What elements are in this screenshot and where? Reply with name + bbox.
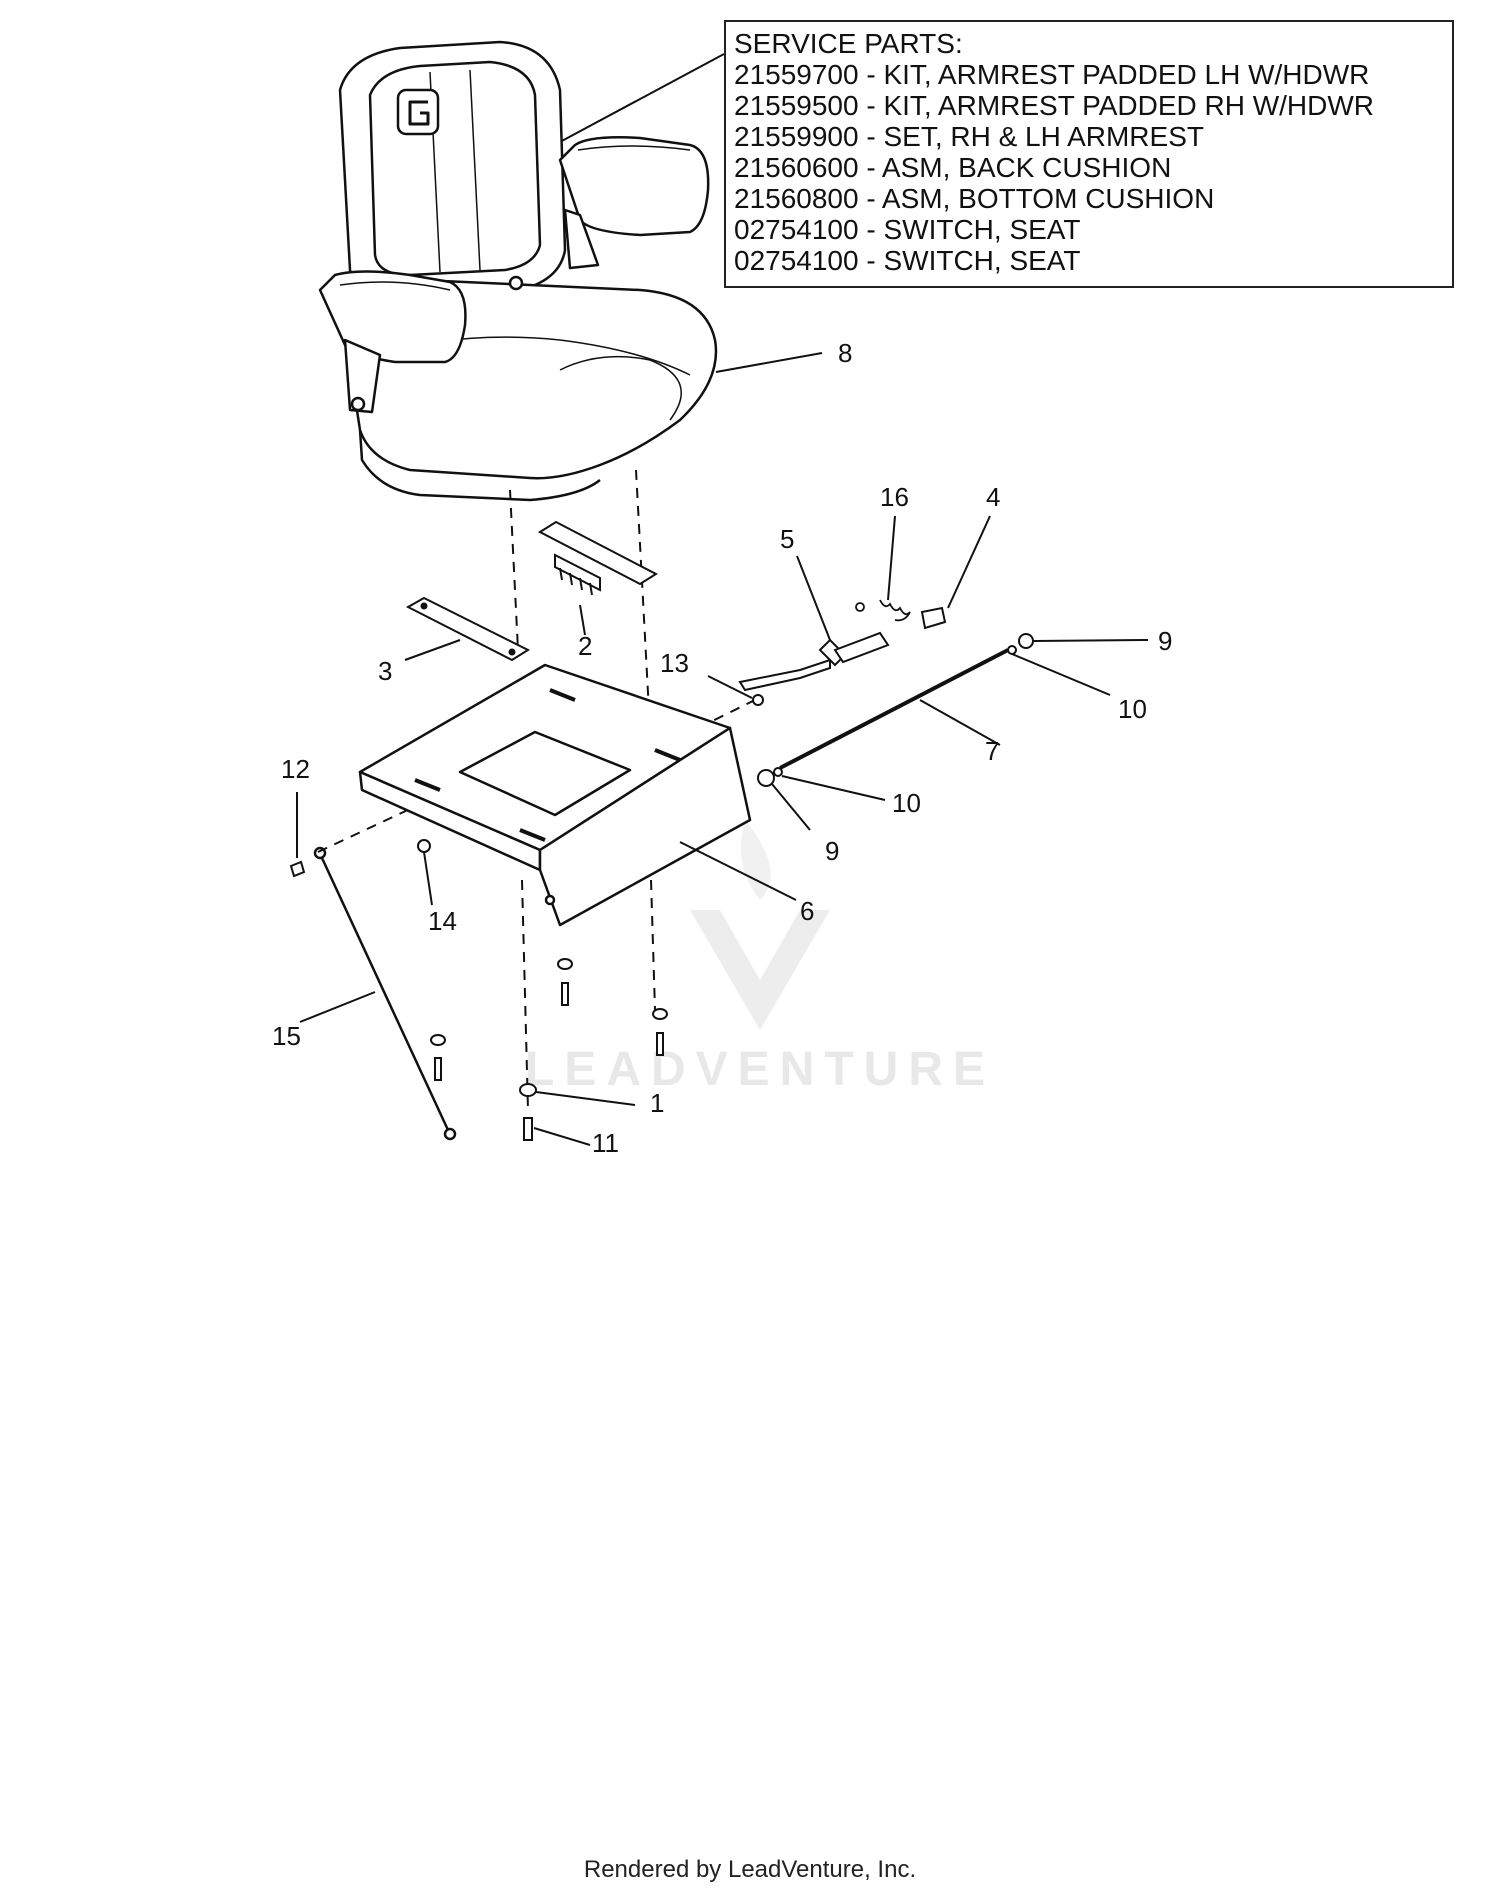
callout-leader-11 <box>533 1127 591 1146</box>
callout-labels: 1 2 3 4 5 6 7 8 9 9 10 10 11 12 13 14 15… <box>272 338 1172 1158</box>
callout-14: 14 <box>428 906 457 936</box>
callout-7: 7 <box>985 736 999 766</box>
service-parts-heading: SERVICE PARTS: <box>734 28 963 59</box>
callout-leader-13 <box>707 675 753 699</box>
callout-leader-5 <box>796 555 831 641</box>
callout-leader-14 <box>423 851 433 906</box>
part-5-lever <box>738 631 890 692</box>
callout-8: 8 <box>838 338 852 368</box>
watermark-text: LEADVENTURE <box>525 1043 995 1096</box>
part-14-nut <box>417 839 431 853</box>
seat-switch-icon <box>508 275 524 291</box>
callout-leader-10a <box>1011 653 1111 696</box>
part-15-cable <box>313 846 457 1141</box>
callout-leader-10b <box>781 775 886 801</box>
callout-6: 6 <box>800 896 814 926</box>
service-part-item: 21559900 - SET, RH & LH ARMREST <box>734 121 1204 152</box>
callout-leader-8 <box>715 352 823 373</box>
part-3-strap <box>405 596 531 662</box>
callout-3: 3 <box>378 656 392 686</box>
callout-16: 16 <box>880 482 909 512</box>
callout-5: 5 <box>780 524 794 554</box>
callout-leader-7 <box>919 699 1001 746</box>
callout-leader-1 <box>535 1091 636 1106</box>
seat-bottom-base <box>358 429 601 502</box>
armrest-left-bracket <box>343 338 382 414</box>
callout-1: 1 <box>650 1088 664 1118</box>
callout-leader-16 <box>887 515 896 601</box>
callout-10-bottom: 10 <box>892 788 921 818</box>
seat-back <box>338 40 567 302</box>
armrest-right-bracket <box>563 208 600 270</box>
part-12-bolt <box>289 860 306 878</box>
seat-back-seam <box>469 69 481 271</box>
part-6-seat-pan <box>358 663 752 927</box>
part-9-caps <box>757 633 1034 787</box>
callout-9-bottom: 9 <box>825 836 839 866</box>
callout-10-top: 10 <box>1118 694 1147 724</box>
seat-assembly <box>318 40 718 502</box>
callout-leader-9a <box>1033 639 1149 642</box>
callout-12: 12 <box>281 754 310 784</box>
callout-11: 11 <box>592 1128 619 1158</box>
callout-leader-15 <box>299 991 376 1023</box>
service-part-item: 21560800 - ASM, BOTTOM CUSHION <box>734 183 1215 214</box>
part-4-grip <box>920 606 947 630</box>
callout-leader-2 <box>579 604 586 636</box>
service-parts-leader <box>544 53 725 151</box>
footer-credit: Rendered by LeadVenture, Inc. <box>583 1856 917 1883</box>
callout-leader-6 <box>679 841 797 901</box>
part-7-rod <box>779 648 1009 770</box>
callout-4: 4 <box>986 482 1000 512</box>
seat-logo-letter-icon <box>408 100 430 126</box>
service-part-item: 21559500 - KIT, ARMREST PADDED RH W/HDWR <box>734 90 1375 121</box>
part-16-spring <box>855 599 911 622</box>
service-part-item: 21559700 - KIT, ARMREST PADDED LH W/HDWR <box>734 59 1370 90</box>
armrest-left-edge <box>339 281 451 291</box>
service-part-item: 02754100 - SWITCH, SEAT <box>734 214 1081 245</box>
armrest-bolt-icon <box>350 396 366 412</box>
armrest-right <box>558 136 710 237</box>
service-part-item: 02754100 - SWITCH, SEAT <box>734 245 1081 276</box>
part-2-slide <box>537 520 659 596</box>
callout-13: 13 <box>660 648 689 678</box>
watermark-flame-icon <box>740 820 771 900</box>
callout-leader-9b <box>771 783 811 831</box>
callout-15: 15 <box>272 1021 301 1051</box>
armrest-right-edge <box>577 145 691 151</box>
watermark-logo-icon <box>690 910 830 1030</box>
callout-leader-4 <box>947 515 991 609</box>
callout-9-top: 9 <box>1158 626 1172 656</box>
leadventure-watermark: LEADVENTURE <box>525 820 995 1096</box>
callout-leader-3 <box>404 639 461 661</box>
fasteners <box>430 958 668 1141</box>
service-parts-box: SERVICE PARTS: 21559700 - KIT, ARMREST P… <box>724 20 1454 288</box>
callout-2: 2 <box>578 631 592 661</box>
part-13-nut <box>752 694 764 706</box>
seat-logo-icon <box>396 88 440 136</box>
seat-bottom-bolster <box>559 355 682 421</box>
service-part-item: 21560600 - ASM, BACK CUSHION <box>734 152 1172 183</box>
